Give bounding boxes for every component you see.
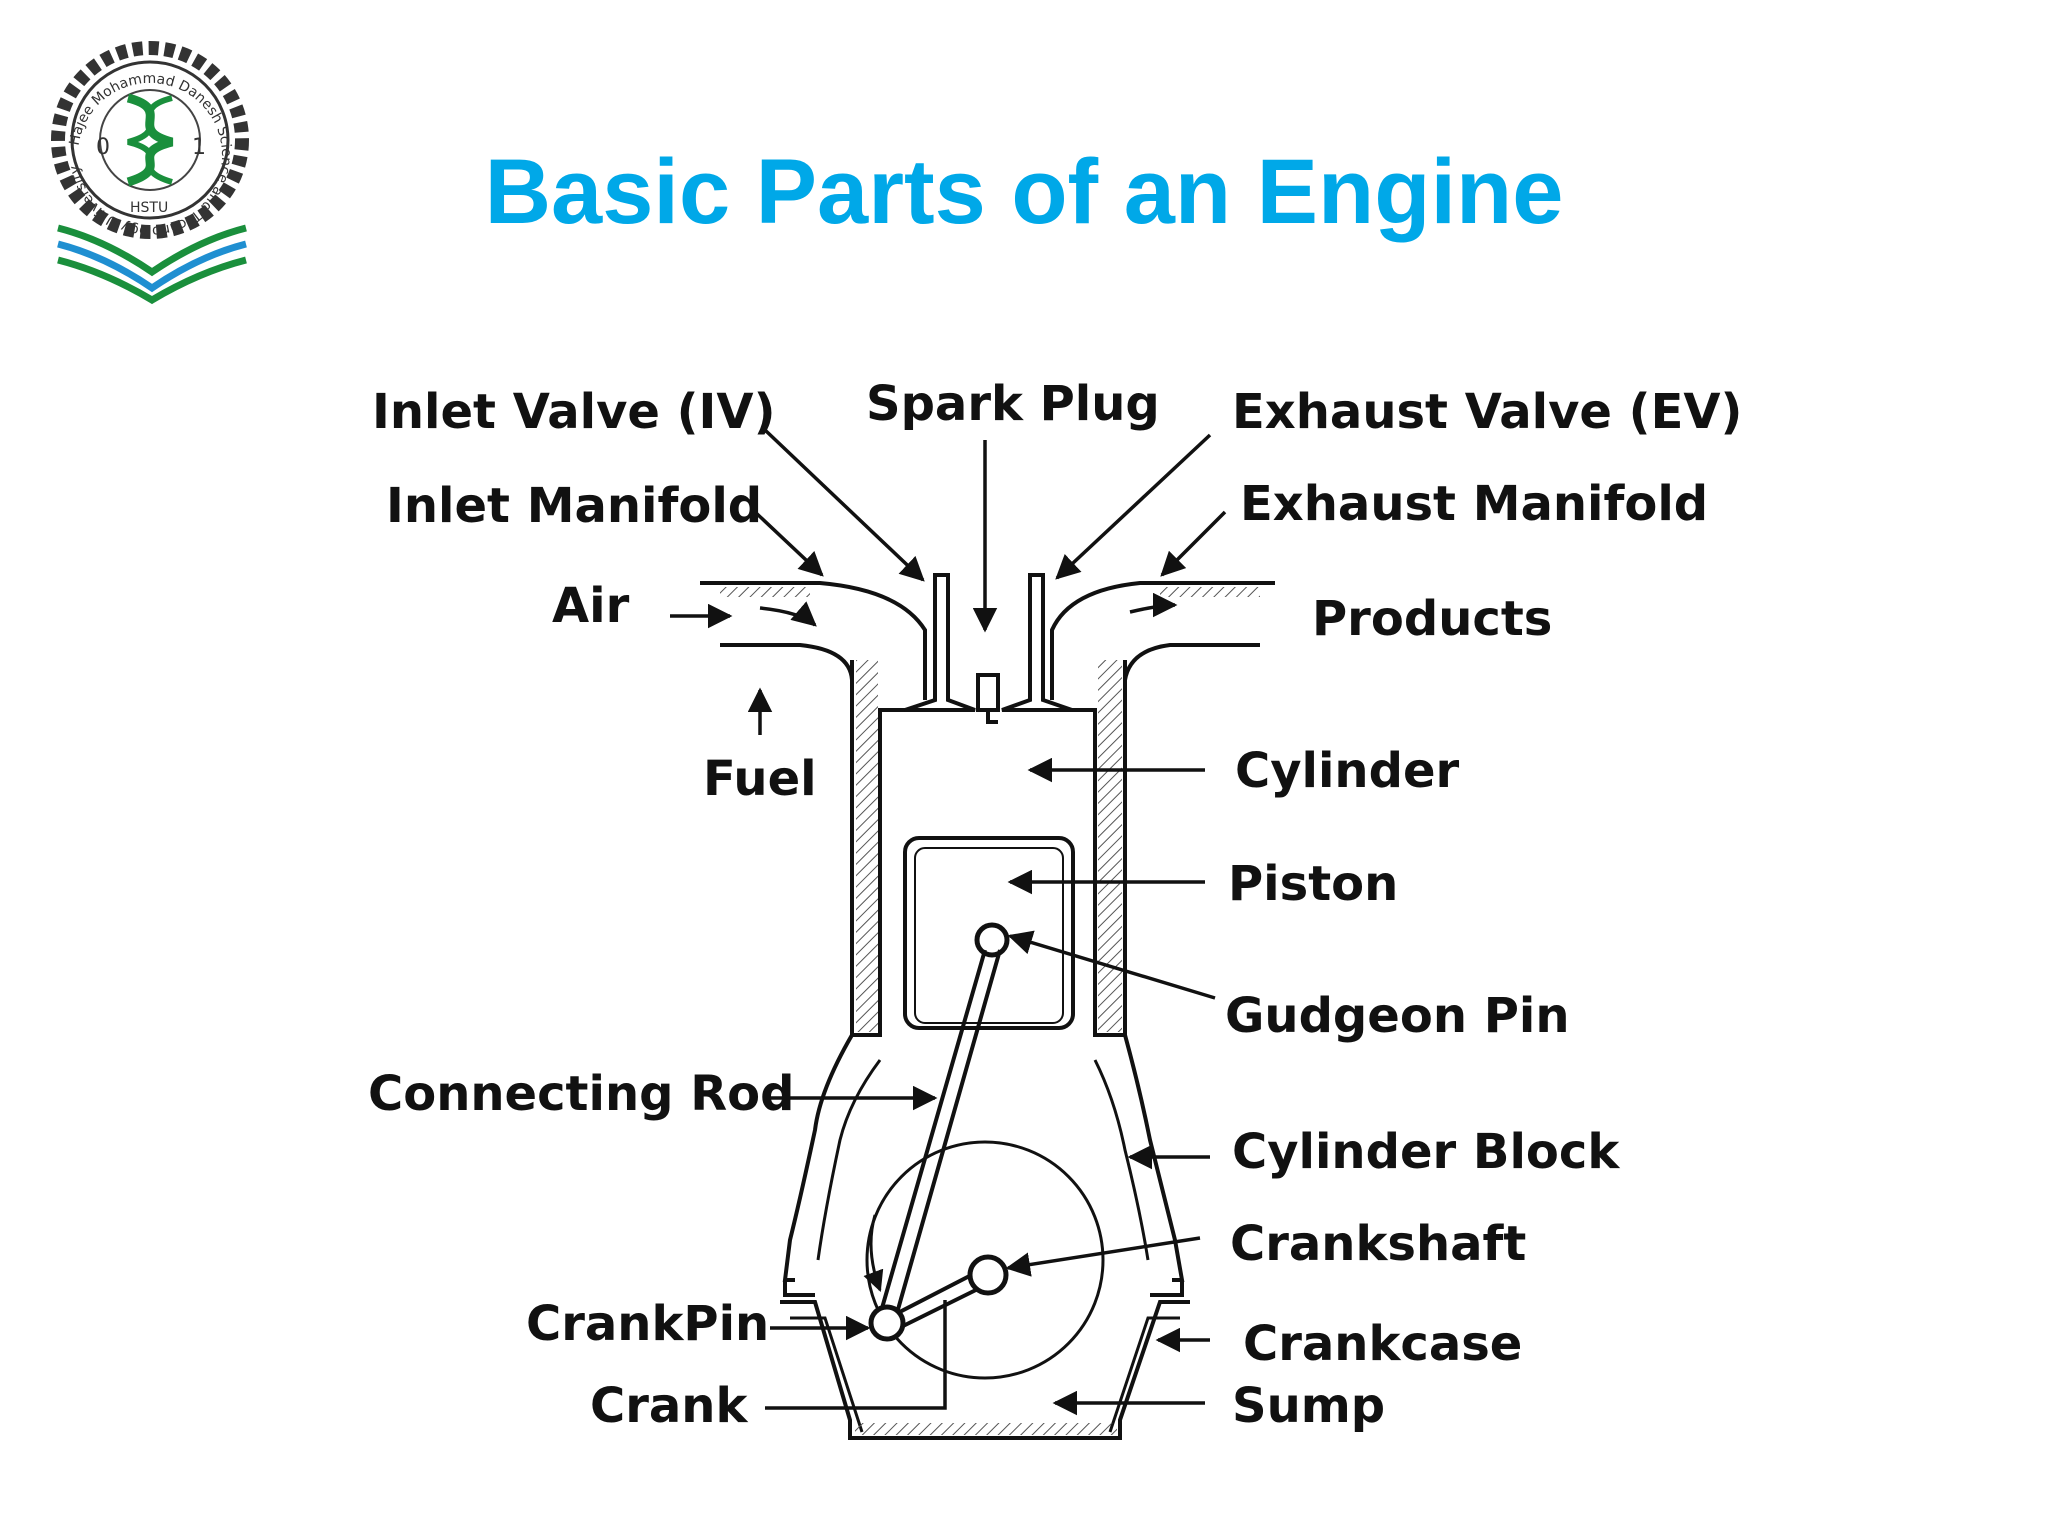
logo-digit-left: 0 [96, 135, 110, 160]
label-cylinder: Cylinder [1235, 743, 1460, 799]
cylinder-block-left [782, 1033, 854, 1282]
connecting-rod [878, 949, 1002, 1321]
label-crankshaft: Crankshaft [1230, 1216, 1526, 1272]
cylinder-wall-right [1072, 660, 1127, 1037]
label-exhaust-valve: Exhaust Valve (EV) [1232, 384, 1742, 440]
label-gudgeon-pin: Gudgeon Pin [1225, 988, 1570, 1044]
label-sump: Sump [1232, 1378, 1385, 1434]
label-connecting-rod: Connecting Rod [368, 1066, 795, 1122]
crankpin [868, 1304, 906, 1342]
logo-short-name: HSTU [130, 200, 168, 216]
piston [903, 836, 1075, 1030]
label-crankcase: Crankcase [1243, 1316, 1522, 1372]
cylinder-wall-left [850, 660, 905, 1037]
label-crank: Crank [590, 1378, 748, 1434]
engine-drawing [700, 573, 1275, 1440]
leader-lines [670, 428, 1227, 1416]
part-labels: Inlet Valve (IV) Spark Plug Exhaust Valv… [368, 376, 1742, 1434]
gudgeon-pin [974, 922, 1010, 958]
label-exhaust-manifold: Exhaust Manifold [1240, 476, 1708, 532]
label-inlet-valve: Inlet Valve (IV) [372, 384, 776, 440]
open-book-icon [57, 224, 247, 305]
crankshaft [967, 1254, 1009, 1296]
exhaust-valve [1001, 573, 1073, 712]
label-piston: Piston [1228, 856, 1398, 912]
label-inlet-manifold: Inlet Manifold [386, 478, 762, 534]
crank-circle [865, 1140, 1105, 1380]
label-cylinder-block: Cylinder Block [1232, 1124, 1620, 1180]
label-fuel: Fuel [703, 751, 817, 807]
label-spark-plug: Spark Plug [866, 376, 1160, 432]
slide-title: Basic Parts of an Engine [484, 141, 1564, 243]
inlet-manifold [700, 581, 927, 700]
label-air: Air [552, 578, 630, 634]
spark-plug [976, 673, 1000, 712]
label-crankpin: CrankPin [526, 1296, 769, 1352]
university-logo: Hajee Mohammad Danesh Science and Techno… [51, 41, 249, 305]
inlet-valve [904, 573, 976, 712]
logo-digit-right: 1 [192, 135, 206, 160]
cylinder-block-right [1123, 1034, 1185, 1282]
label-products: Products [1312, 591, 1552, 647]
exhaust-manifold [1050, 581, 1275, 700]
crankcase [780, 1300, 1190, 1440]
